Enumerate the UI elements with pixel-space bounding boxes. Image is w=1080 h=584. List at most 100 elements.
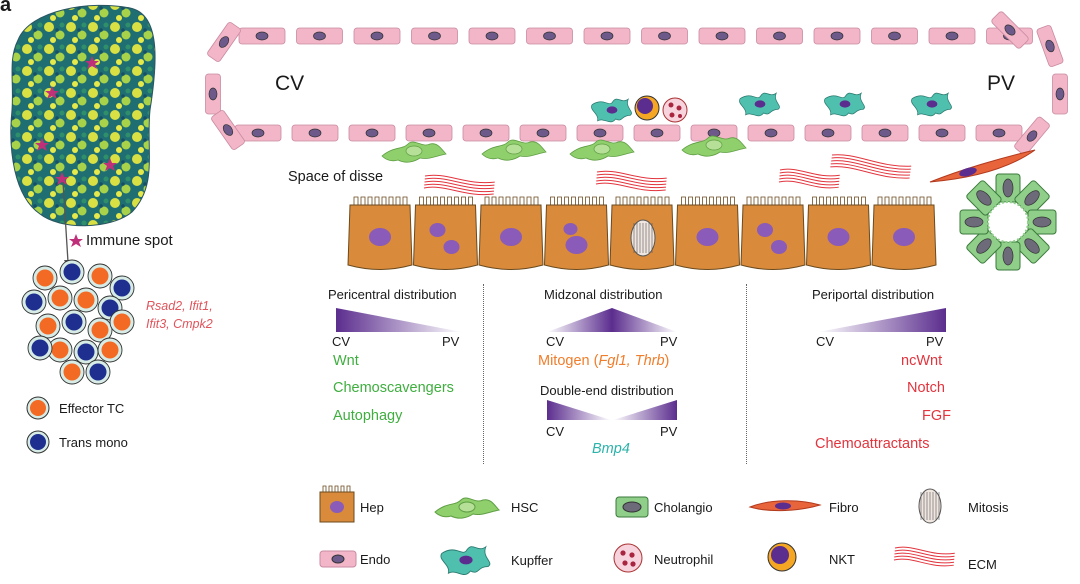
- legend-nkt: NKT: [829, 552, 855, 567]
- hepatocyte: [478, 196, 544, 270]
- bile-duct-cholangiocytes: [959, 173, 1057, 271]
- hepatocyte: [871, 196, 937, 270]
- periportal-item: Notch: [907, 380, 945, 396]
- hsc-cell: [481, 139, 547, 161]
- cholangiocyte: [1014, 228, 1050, 264]
- hepatocyte: [347, 196, 413, 270]
- trans-mono-cell: [27, 335, 53, 361]
- endothelial-cell: [519, 124, 567, 142]
- hsc-legend-icon: [434, 497, 501, 519]
- trans-mono-cell: [21, 289, 47, 315]
- endothelial-cell: [462, 124, 510, 142]
- hepatocyte: [543, 196, 610, 270]
- nkt-cell: [634, 95, 660, 121]
- double-end-gradient-right: [613, 400, 677, 420]
- midzonal-title: Midzonal distribution: [544, 287, 663, 302]
- endothelial-cell: [975, 124, 1023, 142]
- pericentral-pv: PV: [442, 334, 460, 349]
- ecm-bundle: [423, 174, 495, 196]
- ecm-fibers: [423, 154, 912, 196]
- effector-tc-cell: [73, 287, 99, 313]
- cholangiocyte: [966, 180, 1002, 216]
- legend-kupffer: Kupffer: [511, 553, 553, 568]
- immune-spot-legend-star: [69, 234, 83, 247]
- pericentral-item: Wnt: [333, 353, 359, 369]
- endothelial-cell: [211, 110, 245, 150]
- endothelial-cell: [296, 27, 343, 45]
- immune-spot-marker: [103, 158, 117, 171]
- endothelial-cell: [405, 124, 453, 142]
- midzonal-pv: PV: [660, 334, 678, 349]
- bmp4-label: Bmp4: [592, 441, 630, 457]
- pericentral-cv: CV: [332, 334, 351, 349]
- effector-tc-cell: [47, 337, 73, 363]
- trans-mono-label: Trans mono: [59, 435, 128, 450]
- pericentral-title: Pericentral distribution: [328, 287, 457, 302]
- trans-mono-cell: [73, 339, 99, 365]
- endothelial-cell: [991, 11, 1029, 49]
- endo-icon: [319, 550, 357, 568]
- endothelial-cell: [291, 124, 339, 142]
- immune-spot-arrow: [62, 181, 69, 263]
- immune-spot-marker: [35, 138, 49, 151]
- effector-tc-cell: [87, 317, 113, 343]
- gene-list-line2: Ifit3, Cmpk2: [146, 317, 213, 331]
- periportal-item: ncWnt: [901, 353, 943, 369]
- endothelial-cell: [207, 22, 241, 62]
- periportal-title: Periportal distribution: [812, 287, 935, 302]
- endothelial-cell: [804, 124, 852, 142]
- hepatocyte: [805, 196, 872, 270]
- cell-type-legend-icons: [319, 485, 955, 575]
- hepatocyte-row: [347, 196, 937, 270]
- hepatic-stellate-cells: [381, 135, 747, 163]
- neutrophil-cell: [662, 97, 688, 123]
- endothelial-cell: [1014, 116, 1050, 156]
- double-end-pv: PV: [660, 424, 678, 439]
- immune-spot-marker: [85, 56, 99, 69]
- gene-list-line1: Rsad2, Ifit1,: [146, 299, 213, 313]
- effector-tc-cell: [32, 265, 58, 291]
- legend-hsc: HSC: [511, 500, 539, 515]
- hep-icon: [319, 485, 355, 523]
- periportal-pv: PV: [926, 334, 944, 349]
- effector-tc-cell: [97, 337, 123, 363]
- nkt-icon: [767, 542, 797, 572]
- hsc-cell: [381, 141, 447, 163]
- endothelial-cell: [1036, 25, 1064, 67]
- kupffer-cell: [911, 92, 952, 117]
- neutrophil-icon: [613, 543, 643, 573]
- pericentral-gradient: [336, 308, 462, 332]
- cholangio-icon: [615, 496, 649, 518]
- mitosis-icon: [918, 488, 942, 524]
- cv-label: CV: [275, 72, 305, 95]
- endothelial-cell: [411, 27, 458, 45]
- effector-tc-cell: [47, 285, 73, 311]
- cholangiocyte: [995, 241, 1021, 271]
- endothelial-cell: [468, 27, 516, 45]
- endothelial-cell: [698, 27, 746, 45]
- ecm-bundle: [893, 546, 955, 567]
- kupffer-cells: [591, 92, 952, 123]
- pericentral-item: Chemoscavengers: [333, 380, 454, 396]
- endothelial-cell: [871, 27, 918, 45]
- mitogen-suffix: ): [664, 353, 670, 369]
- periportal-gradient: [818, 308, 946, 332]
- effector-tc-label: Effector TC: [59, 401, 125, 416]
- immune-spot-label: Immune spot: [86, 232, 173, 249]
- bile-duct-lumen: [987, 201, 1029, 243]
- effector-tc-legend-cell: [26, 396, 50, 420]
- trans-mono-cell: [61, 309, 87, 335]
- effector-tc-cell: [87, 263, 113, 289]
- endothelial-cell: [238, 27, 286, 45]
- endothelial-cell: [526, 27, 573, 45]
- endothelial-cell: [928, 27, 976, 45]
- kupffer-cell: [739, 92, 780, 117]
- legend-neutrophil: Neutrophil: [654, 552, 714, 567]
- double-end-title: Double-end distribution: [540, 383, 674, 398]
- effector-tc-cell: [109, 309, 135, 335]
- trans-mono-cell: [59, 259, 85, 285]
- immune-spot-marker: [45, 86, 59, 99]
- legend-hep: Hep: [360, 500, 384, 515]
- kupffer-cell: [824, 92, 865, 117]
